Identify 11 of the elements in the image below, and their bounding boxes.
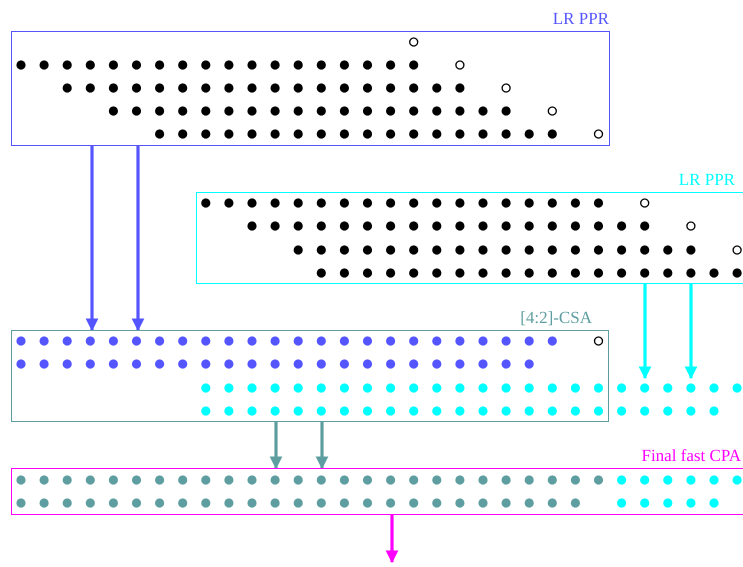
stage-title: LR PPR [678, 171, 735, 189]
arrow [316, 422, 328, 470]
arrow [132, 146, 144, 332]
stage-title: [4:2]-CSA [520, 309, 592, 327]
arrow [86, 146, 98, 332]
arrow [684, 284, 698, 380]
arrow [386, 515, 398, 564]
arrow [638, 284, 652, 380]
stage-title: LR PPR [552, 10, 609, 28]
stage-title: Final fast CPA [641, 447, 741, 465]
arrow [270, 422, 282, 470]
